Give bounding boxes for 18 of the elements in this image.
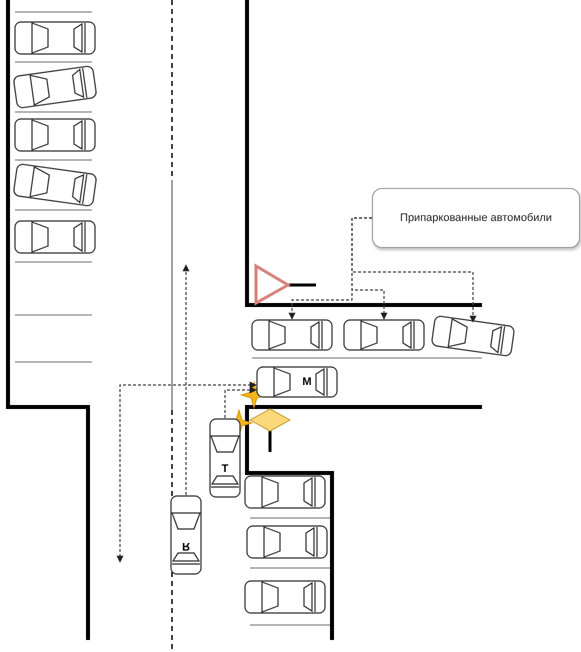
car-letter: Т [220,462,230,476]
car [14,21,96,55]
arrow [116,382,257,563]
car [14,220,96,254]
car-letter: Я [181,539,191,553]
car [12,64,98,110]
car [343,319,425,351]
car-letter: М [301,375,313,389]
arrow [351,217,476,323]
arrow [182,264,190,495]
arrow [224,386,257,418]
car [244,475,326,509]
car [246,525,328,559]
callout-box: Припаркованные автомобили [372,188,580,248]
car [251,319,333,351]
car [14,118,96,152]
car [12,162,98,208]
car [244,580,326,614]
